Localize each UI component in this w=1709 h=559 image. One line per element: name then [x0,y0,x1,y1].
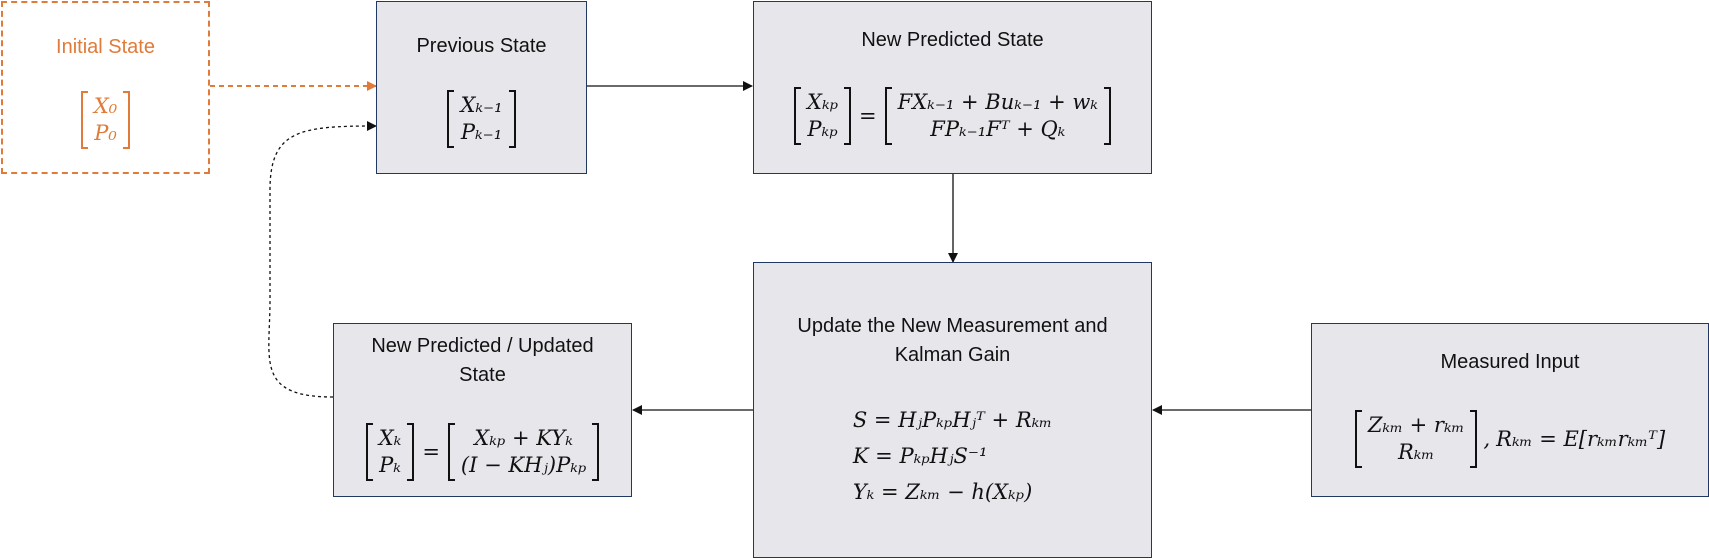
initial-state-matrix: X₀ P₀ [80,91,131,149]
initial-state-x0: X₀ [93,94,118,118]
previous-state-p: Pₖ₋₁ [460,120,503,144]
updated-state-title-line1: New Predicted / Updated [371,335,594,357]
new-predicted-state-box: New Predicted State Xₖₚ Pₖₚ = FXₖ₋₁ + Bu… [753,1,1152,174]
predicted-lhs-matrix: Xₖₚ Pₖₚ [794,87,852,145]
predicted-lhs-x: Xₖₚ [807,90,839,114]
update-equation-k: K = PₖₚHⱼS⁻¹ [852,444,988,468]
updated-rhs-p: (I − KHⱼ)Pₖₚ [460,453,587,477]
update-title-line1: Update the New Measurement and [797,315,1108,337]
update-equation-s: S = HⱼPₖₚHⱼᵀ + Rₖₘ [852,408,1053,432]
measured-separator: , [1483,427,1491,451]
measured-z: Zₖₘ + rₖₘ [1367,413,1465,437]
updated-rhs-matrix: Xₖₚ + KYₖ (I − KHⱼ)Pₖₚ [447,423,600,481]
predicted-rhs-x: FXₖ₋₁ + Buₖ₋₁ + wₖ [897,90,1098,114]
new-predicted-state-title: New Predicted State [861,29,1044,51]
measured-r: Rₖₘ [1397,440,1435,464]
initial-state-p0: P₀ [94,121,117,145]
update-title-line2: Kalman Gain [894,344,1011,366]
initial-state-box: Initial State X₀ P₀ [1,1,210,174]
updated-state-title-line2: State [459,364,506,386]
update-measurement-box: Update the New Measurement and Kalman Ga… [753,262,1152,558]
measured-input-box: Measured Input Zₖₘ + rₖₘ Rₖₘ , Rₖₘ = E[r… [1311,323,1709,497]
previous-state-title: Previous State [416,35,547,57]
measured-input-title: Measured Input [1440,351,1580,373]
predicted-rhs-p: FPₖ₋₁Fᵀ + Qₖ [930,117,1066,141]
previous-state-x: Xₖ₋₁ [460,93,503,117]
measured-input-matrix: Zₖₘ + rₖₘ Rₖₘ [1354,410,1478,468]
predicted-rhs-matrix: FXₖ₋₁ + Buₖ₋₁ + wₖ FPₖ₋₁Fᵀ + Qₖ [884,87,1111,145]
predicted-equals: = [859,104,877,128]
previous-state-box: Previous State Xₖ₋₁ Pₖ₋₁ [376,1,587,174]
updated-lhs-x: Xₖ [378,426,402,450]
updated-lhs-matrix: Xₖ Pₖ [365,423,415,481]
updated-rhs-x: Xₖₚ + KYₖ [474,426,573,450]
updated-equals: = [422,440,440,464]
update-equation-y: Yₖ = Zₖₘ − h(Xₖₚ) [852,480,1033,504]
predicted-lhs-p: Pₖₚ [807,117,838,141]
initial-state-title: Initial State [56,36,155,58]
updated-state-box: New Predicted / Updated State Xₖ Pₖ = Xₖ… [333,323,632,497]
previous-state-matrix: Xₖ₋₁ Pₖ₋₁ [447,90,516,148]
measured-covariance: Rₖₘ = E[rₖₘrₖₘᵀ] [1496,427,1666,451]
updated-lhs-p: Pₖ [379,453,401,477]
